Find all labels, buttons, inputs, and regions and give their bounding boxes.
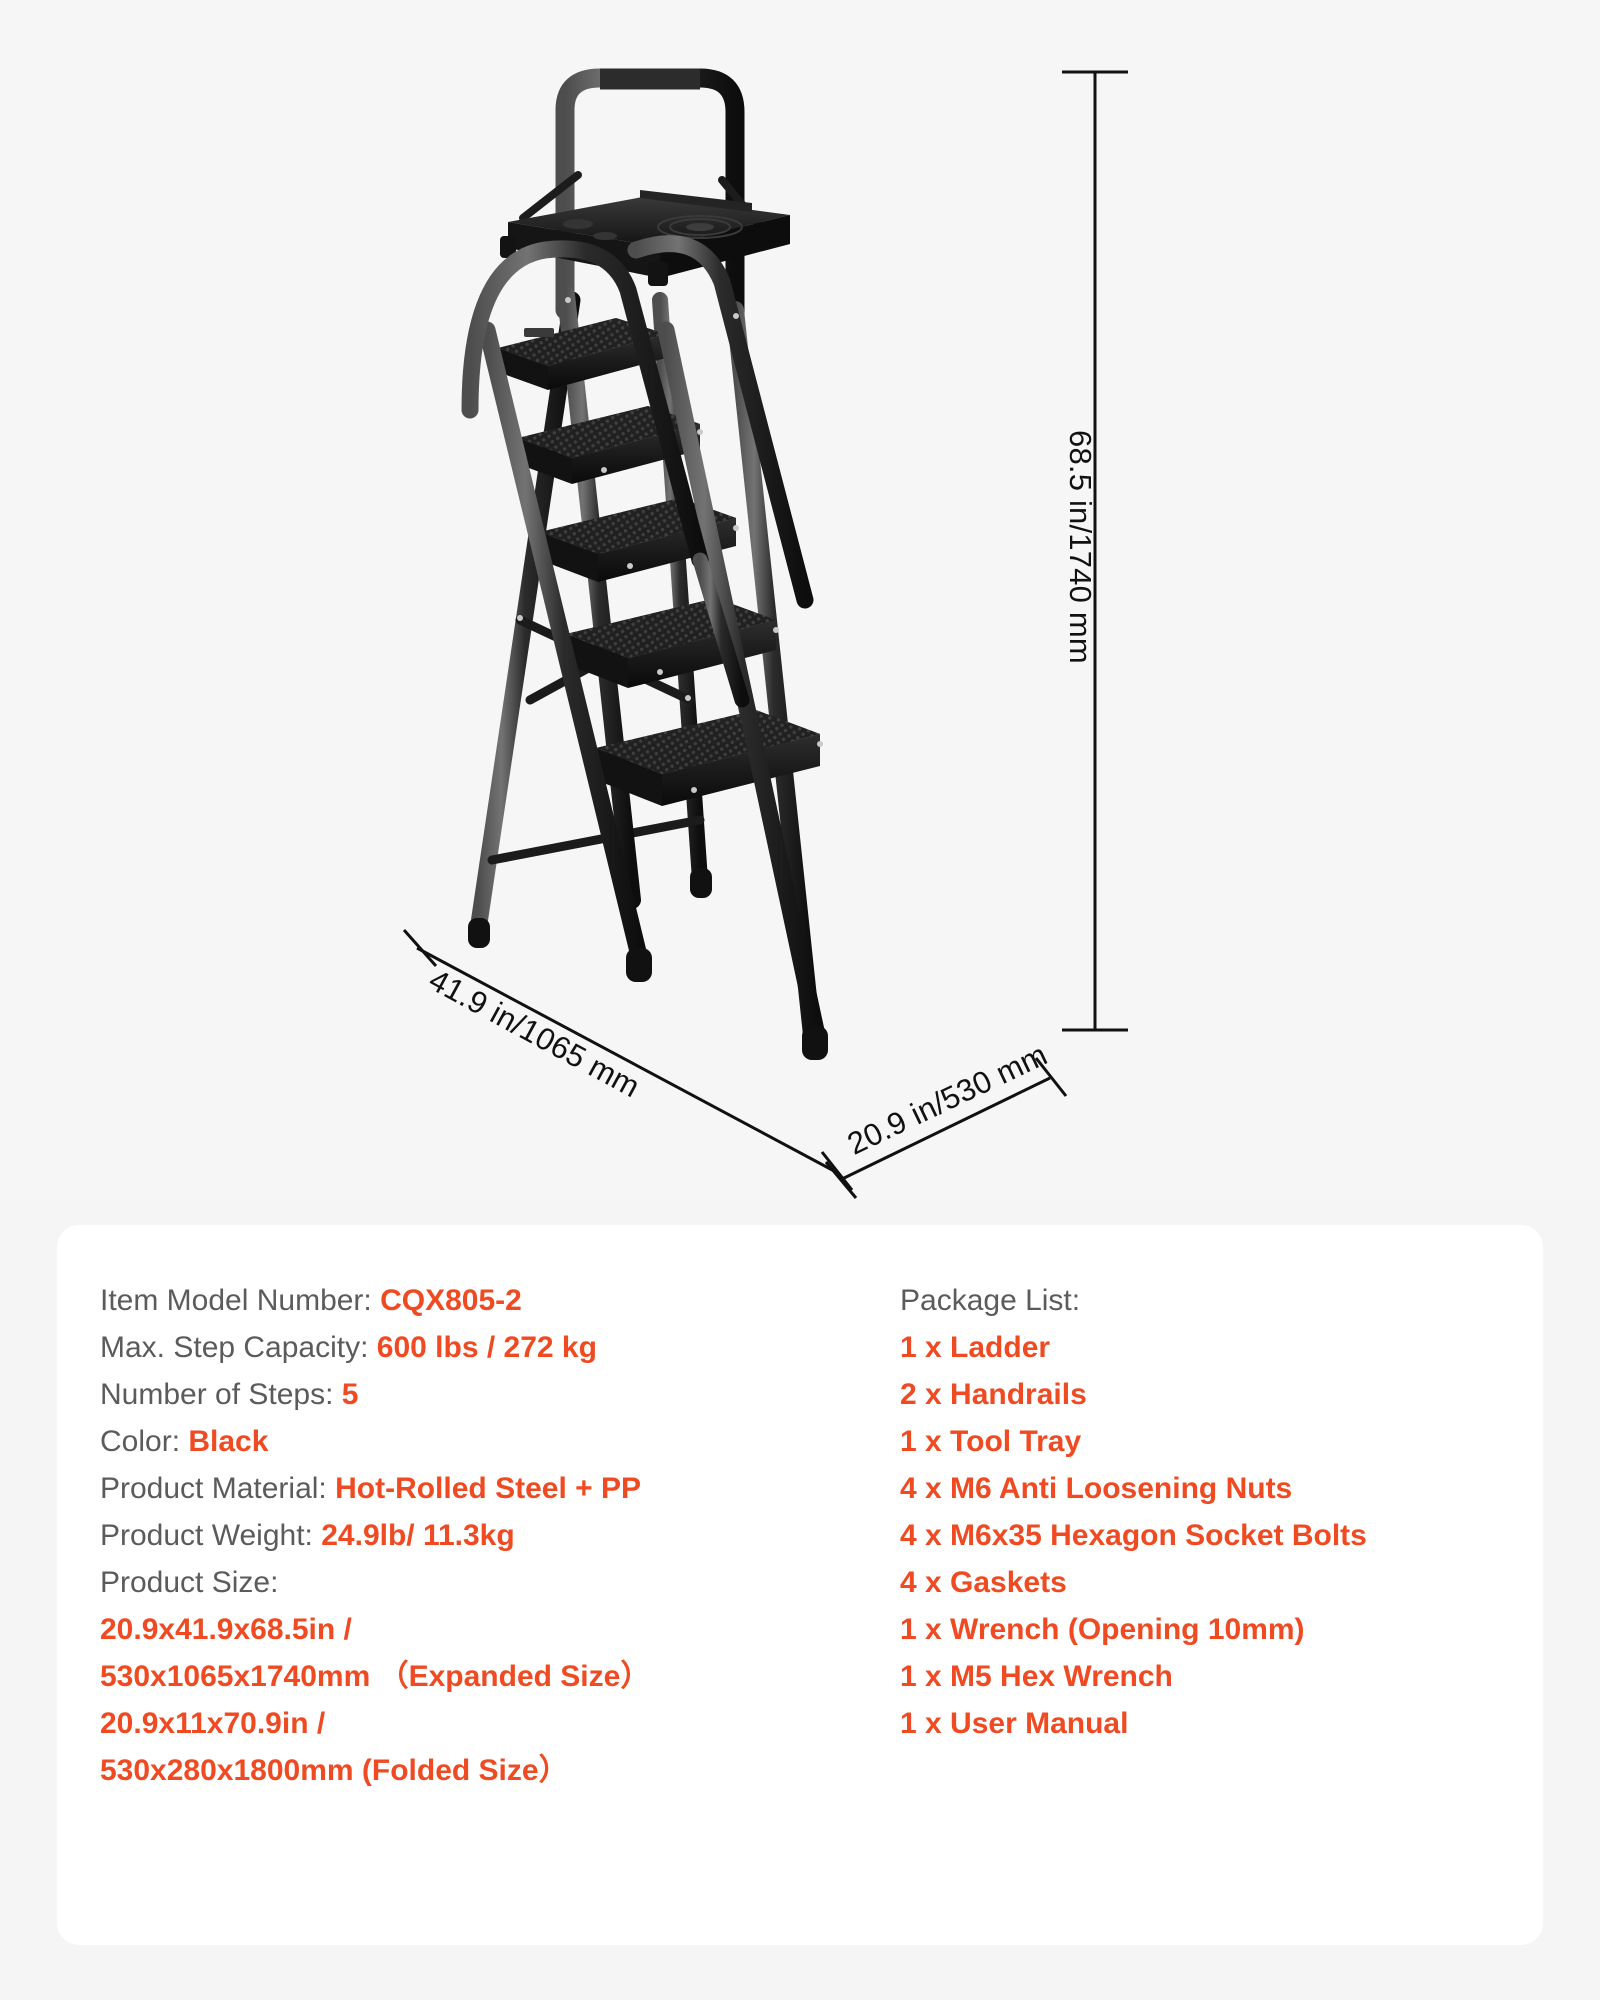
package-list-item: 1 x M5 Hex Wrench	[900, 1660, 1173, 1693]
dimension-lines	[402, 70, 1128, 1199]
spec-row: Product Weight: 24.9lb/ 11.3kg	[100, 1512, 857, 1559]
spec-row: Max. Step Capacity: 600 lbs / 272 kg	[100, 1324, 857, 1371]
package-list-item: 1 x User Manual	[900, 1707, 1129, 1740]
spec-label: Item Model Number:	[100, 1284, 381, 1317]
spec-label: Product Material:	[100, 1472, 336, 1505]
top-handle	[555, 68, 745, 330]
package-list-item: 1 x Wrench (Opening 10mm)	[900, 1613, 1305, 1646]
spec-row: Item Model Number: CQX805-2	[100, 1277, 857, 1324]
spec-row: Color: Black	[100, 1418, 857, 1465]
package-list-item: 4 x M6x35 Hexagon Socket Bolts	[900, 1519, 1367, 1552]
spec-label: Number of Steps:	[100, 1378, 342, 1411]
ladder-illustration	[402, 68, 1128, 1199]
handrails	[461, 235, 814, 708]
dimension-label-height: 68.5 in/1740 mm	[1063, 430, 1098, 664]
spec-value: 600 lbs / 272 kg	[376, 1331, 597, 1364]
product-size-list: 20.9x41.9x68.5in / 530x1065x1740mm （Expan…	[100, 1606, 857, 1794]
spec-value: 5	[341, 1378, 359, 1411]
spec-value: Black	[188, 1425, 269, 1458]
product-size-heading: Product Size:	[100, 1566, 279, 1599]
product-size-line: 530x280x1800mm (Folded Size）	[100, 1754, 569, 1787]
product-size-line: 20.9x11x70.9in /	[100, 1707, 326, 1740]
package-list-heading: Package List:	[900, 1284, 1081, 1317]
rear-feet	[468, 868, 712, 948]
package-list-item: 1 x Tool Tray	[900, 1425, 1082, 1458]
spec-label: Max. Step Capacity:	[100, 1331, 377, 1364]
package-list-item: 1 x Ladder	[900, 1331, 1051, 1364]
package-list-item: 2 x Handrails	[900, 1378, 1087, 1411]
spec-value: Hot-Rolled Steel + PP	[335, 1472, 641, 1505]
spec-row: Product Material: Hot-Rolled Steel + PP	[100, 1465, 857, 1512]
spec-value: 24.9lb/ 11.3kg	[321, 1519, 515, 1552]
hardware-bolts	[517, 297, 823, 793]
spec-value: CQX805-2	[380, 1284, 522, 1317]
step	[596, 710, 820, 806]
spec-label: Product Weight:	[100, 1519, 322, 1552]
spec-row: Number of Steps: 5	[100, 1371, 857, 1418]
product-size-line: 530x1065x1740mm （Expanded Size）	[100, 1660, 651, 1693]
package-list-item: 4 x Gaskets	[900, 1566, 1067, 1599]
package-list-item: 4 x M6 Anti Loosening Nuts	[900, 1472, 1293, 1505]
product-size-line: 20.9x41.9x68.5in /	[100, 1613, 352, 1646]
spec-label: Color:	[100, 1425, 189, 1458]
product-photo: 68.5 in/1740 mm 41.9 in/1065 mm 20.9 in/…	[402, 68, 1128, 1199]
package-list: 1 x Ladder 2 x Handrails 1 x Tool Tray 4 x …	[900, 1324, 1543, 1747]
front-feet	[626, 948, 828, 1060]
